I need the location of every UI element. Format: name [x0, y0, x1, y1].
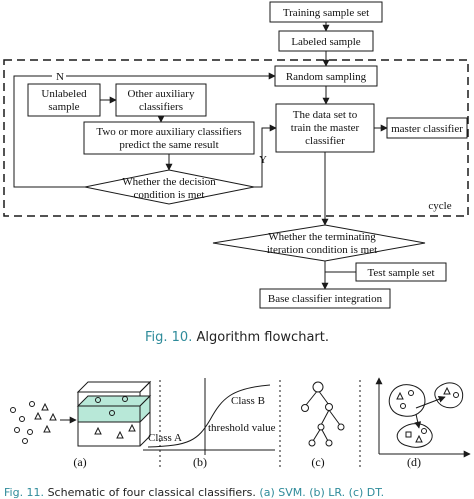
cluster-point — [453, 392, 459, 398]
decision-y-label: Y — [259, 154, 267, 166]
cluster-triangle — [415, 434, 423, 443]
base-integration-box — [259, 288, 391, 309]
cluster-blob-1 — [388, 384, 426, 417]
svm-scatter-point — [10, 407, 16, 413]
cluster-triangle — [396, 391, 404, 400]
svm-scatter-point — [29, 401, 35, 407]
other-aux-label-1: Other auxiliary — [128, 88, 195, 100]
training-sample-set-label: Training sample set — [283, 7, 369, 19]
svm-box-triangle — [116, 430, 124, 439]
fig11-caption-label: Fig. 11. — [4, 486, 45, 499]
lr-class-a-label: Class A — [148, 432, 182, 444]
data-set-label-1: The data set to — [293, 109, 358, 121]
decision-label-1: Whether the decision — [122, 176, 216, 188]
cluster-square — [405, 431, 412, 438]
fig11-caption-text: Schematic of four classical classifiers. — [47, 486, 256, 499]
cluster-blob-3 — [396, 423, 433, 448]
cluster-link — [414, 413, 422, 429]
master-classifier-label: master classifier — [391, 123, 463, 135]
dt-edge — [317, 389, 330, 406]
dt-edge — [305, 389, 319, 406]
data-set-label-3: classifier — [305, 135, 345, 147]
svm-scatter-triangle — [43, 424, 51, 433]
dt-node — [325, 439, 333, 447]
unlabeled-sample-label-1: Unlabeled — [41, 88, 87, 100]
cluster-point — [400, 403, 406, 409]
svm-box-point — [122, 396, 128, 402]
dt-node — [325, 403, 333, 411]
unlabeled-sample-label-2: sample — [48, 101, 79, 113]
two-or-more-label-2: predict the same result — [119, 139, 218, 151]
svm-hyperplane — [76, 395, 152, 407]
svm-scatter-point — [14, 427, 20, 433]
svm-box-triangle — [94, 426, 102, 435]
svm-scatter-triangle — [41, 402, 49, 411]
classifier-schematics: (a) Class A Class B threshold value (b) — [10, 377, 471, 470]
panel-c-dt: (c) — [301, 381, 345, 469]
cluster-point — [408, 390, 414, 396]
fig11-caption-refs: (a) SVM. (b) LR. (c) DT. — [259, 486, 385, 499]
svm-hyperplane-side — [139, 394, 151, 424]
cluster-triangle — [443, 386, 451, 395]
fig10-caption-text: Algorithm flowchart. — [196, 330, 329, 345]
labeled-sample-label: Labeled sample — [291, 36, 360, 48]
terminating-label-2: iteration condition is met — [267, 244, 377, 256]
lr-threshold-label: threshold value — [208, 422, 276, 434]
dt-edge — [320, 409, 330, 426]
lr-sigmoid-curve — [147, 384, 271, 448]
cluster-blob-2 — [434, 382, 464, 409]
decision-diamond — [84, 169, 255, 205]
test-sample-set-label: Test sample set — [367, 267, 434, 279]
svm-box-triangle — [128, 423, 136, 432]
panel-b-lr: Class A Class B threshold value (b) — [143, 378, 276, 469]
arrow-y-to-data-set — [254, 124, 277, 188]
cluster-point — [421, 428, 427, 434]
terminating-label-1: Whether the terminating — [268, 231, 376, 243]
base-integration-label: Base classifier integration — [268, 293, 383, 305]
lr-class-b-label: Class B — [231, 395, 265, 407]
svm-scatter-triangle — [49, 412, 57, 421]
loop-n-label: N — [56, 71, 64, 83]
svm-scatter-point — [22, 438, 28, 444]
decision-label-2: condition is met — [134, 189, 205, 201]
dt-node — [301, 404, 309, 412]
dt-node — [337, 423, 345, 431]
svm-box-top — [76, 381, 152, 393]
master-classifier-box — [386, 117, 468, 139]
two-or-more-label-1: Two or more auxiliary classifiers — [96, 126, 241, 138]
dt-node — [312, 381, 324, 393]
panel-d-clusters: (d) — [375, 377, 471, 469]
dt-node — [317, 423, 325, 431]
panel-b-label: (b) — [193, 455, 207, 469]
fig10-caption-label: Fig. 10. — [145, 330, 193, 345]
panel-c-label: (c) — [311, 455, 324, 469]
dt-node — [308, 439, 316, 447]
svm-scatter-triangle — [34, 411, 42, 420]
dt-edge — [328, 409, 341, 426]
other-aux-label-2: classifiers — [139, 101, 183, 113]
svm-box-point — [95, 397, 101, 403]
svm-scatter-point — [19, 416, 25, 422]
panel-a-label: (a) — [73, 455, 86, 469]
cycle-label: cycle — [428, 200, 451, 212]
fig11-caption: Fig. 11. Schematic of four classical cla… — [4, 486, 474, 499]
data-set-label-2: train the master — [291, 122, 360, 134]
svm-box-point — [109, 410, 115, 416]
random-sampling-label: Random sampling — [286, 71, 367, 83]
cycle-boundary — [3, 59, 469, 217]
loop-back-line — [13, 75, 85, 188]
panel-a-svm: (a) — [10, 380, 152, 469]
svm-hyperplane-front — [77, 405, 141, 423]
panel-d-label: (d) — [407, 455, 421, 469]
cluster-link — [415, 395, 446, 409]
svm-scatter-point — [27, 429, 33, 435]
fig10-caption: Fig. 10. Algorithm flowchart. — [0, 330, 474, 345]
algorithm-flowchart: Training sample set Labeled sample cycle… — [3, 1, 469, 309]
